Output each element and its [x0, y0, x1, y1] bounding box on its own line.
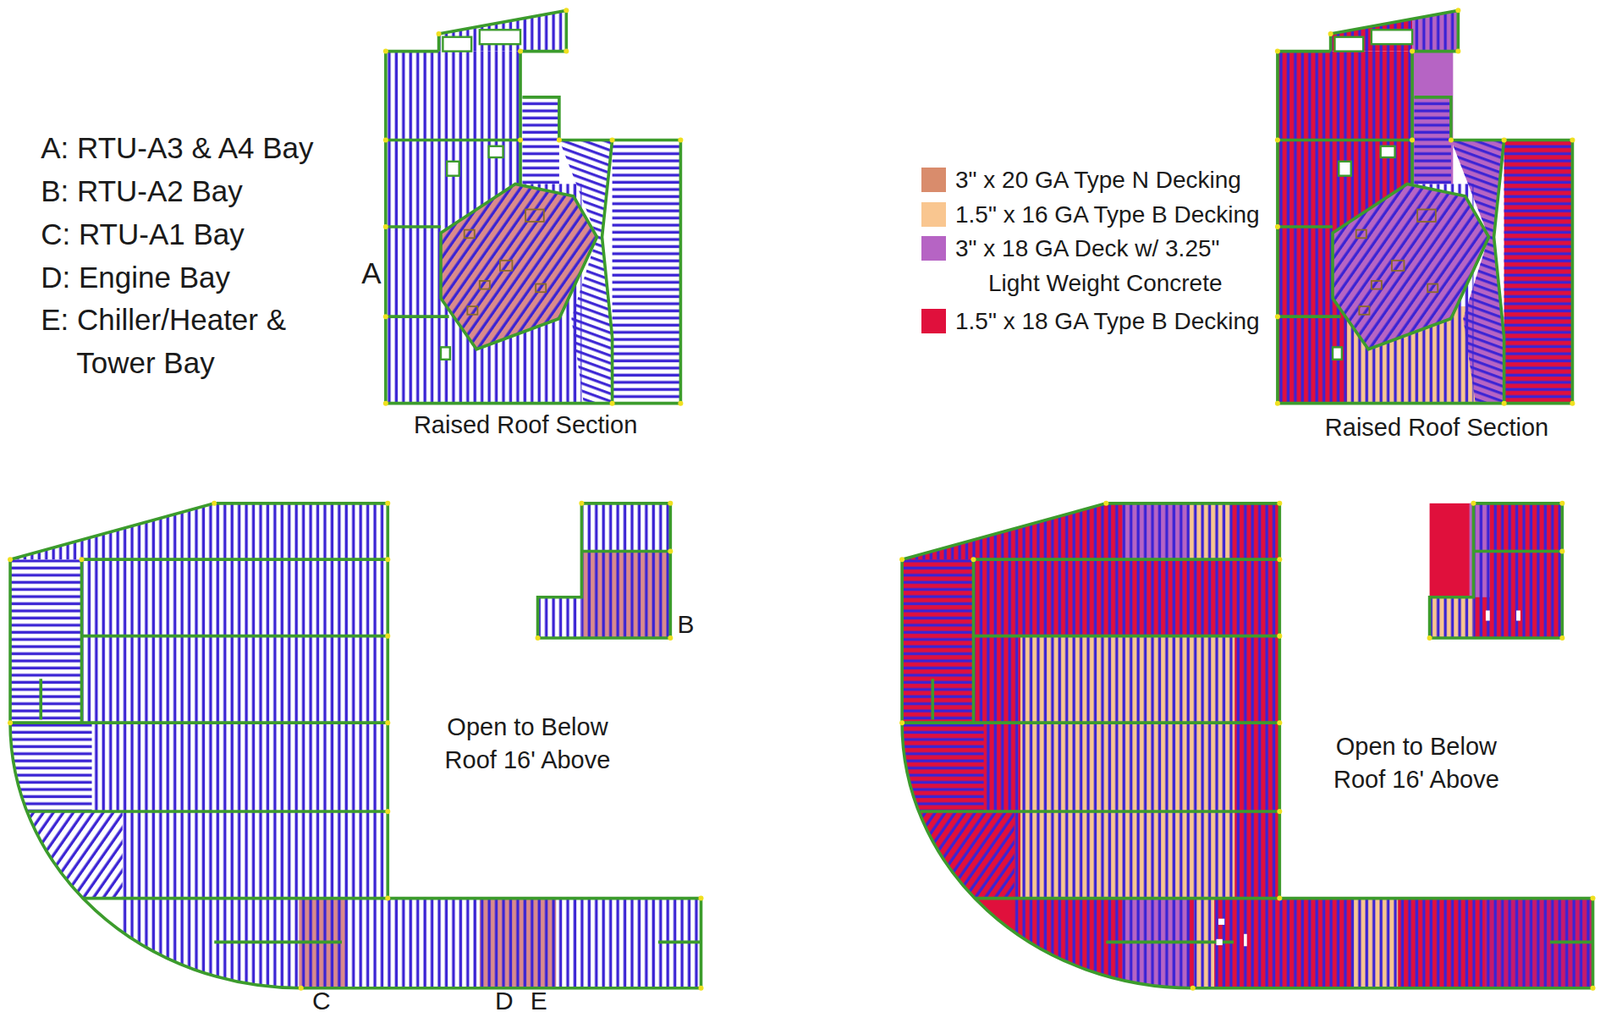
label-text: B: [676, 610, 694, 638]
legend-text: 3" x 20 GA Type N Decking: [955, 166, 1242, 193]
bay-key-item: B: RTU-A2 Bay: [40, 169, 243, 213]
bay-plan-left: [7, 7, 704, 990]
deck-hatching: [10, 503, 701, 989]
label-text: D: [494, 987, 514, 1016]
label-text: E: Chiller/Heater & Tower Bay: [40, 302, 286, 380]
deck-type-fill: [901, 10, 1593, 988]
legend-text-block: 3" x 18 GA Deck w/ 3.25" Light Weight Co…: [955, 230, 1243, 301]
framing-beams: [899, 500, 1595, 991]
bay-key-item: D: Engine Bay: [40, 256, 231, 300]
label-text: Raised Roof Section: [413, 411, 638, 439]
legend-entry: 3" x 18 GA Deck w/ 3.25" Light Weight Co…: [921, 230, 1243, 301]
bay-key-item: A: RTU-A3 & A4 Bay: [40, 126, 314, 170]
legend-text: 3" x 18 GA Deck w/ 3.25" Light Weight Co…: [955, 235, 1223, 297]
plan-title: Raised Roof Section: [1325, 409, 1549, 446]
legend-swatch: [921, 167, 946, 193]
label-text: Open to Below Roof 16' Above: [1333, 732, 1500, 793]
label-text: Open to Below Roof 16' Above: [445, 713, 611, 774]
bay-key-item: C: RTU-A1 Bay: [40, 213, 245, 257]
deck-hatching: [901, 503, 1593, 989]
label-text: A: RTU-A3 & A4 Bay: [40, 130, 314, 164]
legend-text: 1.5" x 16 GA Type B Decking: [955, 201, 1260, 228]
bay-letter: A: [361, 252, 381, 296]
framing-beams: [1275, 7, 1576, 406]
bay-key-item: E: Chiller/Heater & Tower Bay: [40, 298, 329, 385]
legend-entry: 1.5" x 18 GA Type B Decking: [921, 303, 1260, 339]
label-text: E: [530, 987, 548, 1016]
deck-hatching: [385, 10, 682, 403]
bay-letter: D: [494, 983, 514, 1021]
framing-beams: [383, 7, 684, 406]
plan-title: Raised Roof Section: [413, 406, 638, 443]
legend-entry: 1.5" x 16 GA Type B Decking: [921, 197, 1260, 232]
label-text: B: RTU-A2 Bay: [40, 173, 243, 207]
label-text: A: [361, 256, 381, 290]
plan-note: Open to Below Roof 16' Above: [1314, 730, 1518, 797]
legend-text: 1.5" x 18 GA Type B Decking: [955, 307, 1260, 335]
legend-swatch: [921, 202, 946, 227]
legend-swatch: [921, 236, 946, 261]
deck-hatching: [1277, 10, 1573, 403]
legend-entry: 3" x 20 GA Type N Decking: [921, 162, 1242, 198]
bay-letter: B: [676, 605, 694, 644]
label-text: C: RTU-A1 Bay: [40, 217, 245, 251]
legend-text-block: 1.5" x 16 GA Type B Decking: [955, 197, 1260, 232]
framing-beams: [7, 500, 704, 991]
legend-swatch: [921, 308, 946, 334]
deck-plan-right: [899, 7, 1595, 990]
legend-text-block: 3" x 20 GA Type N Decking: [955, 162, 1242, 198]
legend-text-block: 1.5" x 18 GA Type B Decking: [955, 303, 1260, 339]
bay-letter: C: [312, 983, 331, 1021]
bay-letter: E: [530, 983, 548, 1021]
label-text: Raised Roof Section: [1325, 413, 1549, 441]
label-text: C: [312, 987, 331, 1016]
plan-note: Open to Below Roof 16' Above: [425, 710, 629, 777]
label-text: D: Engine Bay: [40, 260, 231, 294]
opening-marks: [1216, 610, 1521, 946]
